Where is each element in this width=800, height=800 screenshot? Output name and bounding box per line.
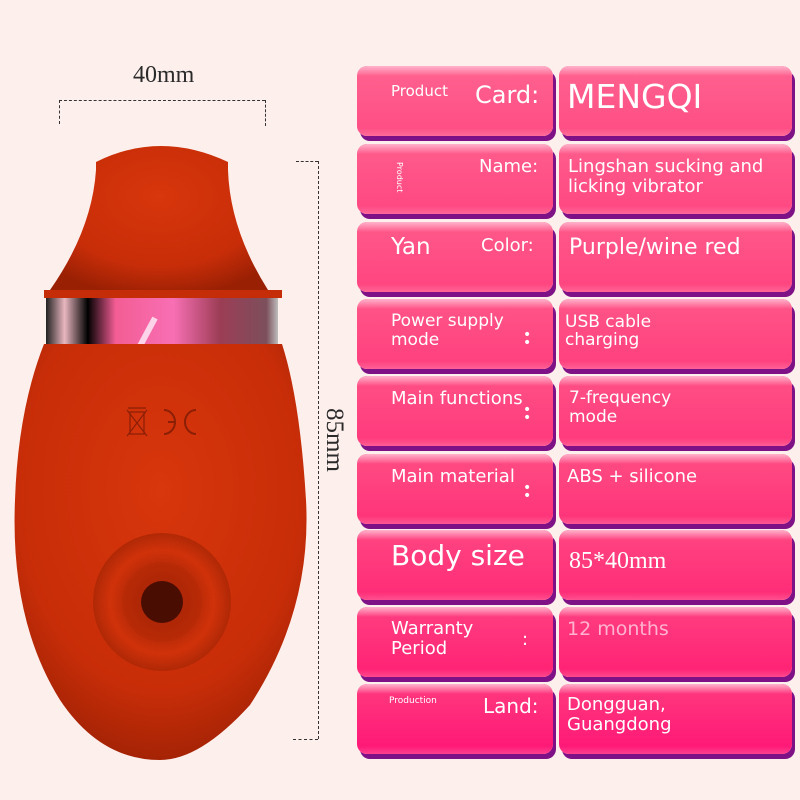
value-line-2: Guangdong [567, 714, 672, 735]
spec-label-card-main-functions: Main functions •• [357, 376, 553, 446]
value: ABS + silicone [567, 466, 698, 487]
width-dimension-tick-left [59, 100, 60, 124]
height-dimension-line [318, 161, 319, 739]
value: Purple/wine red [569, 235, 741, 260]
value: 12 months [567, 618, 669, 640]
spec-value-card-main-functions: 7-frequency mode [559, 376, 792, 446]
value: 85*40mm [569, 548, 667, 574]
colon-dots: •• [523, 480, 532, 504]
spec-value-card-main-material: ABS + silicone [559, 454, 792, 524]
spec-label-card-product-card: Product Card: [357, 66, 553, 136]
height-dimension-tick-bottom [293, 739, 318, 740]
label-small: Production [389, 696, 437, 706]
colon: : [522, 629, 529, 650]
width-dimension-label: 40mm [133, 62, 195, 88]
spec-label-card-product-name: Product Name: [357, 144, 553, 214]
label-small: Product [391, 82, 448, 100]
height-dimension-label: 85mm [321, 408, 348, 472]
label-main: Color: [481, 235, 534, 256]
width-dimension-line [59, 100, 265, 101]
spec-value-card-product-name: Lingshan sucking and licking vibrator [559, 144, 792, 214]
label-line-2: mode [391, 330, 440, 350]
spec-value-card-production-land: Dongguan, Guangdong [559, 684, 792, 754]
label-line-2: Period [391, 638, 448, 659]
colon-dots: •• [523, 402, 532, 426]
value-line-1: 7-frequency [569, 388, 672, 408]
spec-label-card-power-supply: Power supply mode •• [357, 299, 553, 369]
width-dimension-tick-right [265, 100, 266, 126]
spec-value-card-warranty: 12 months [559, 607, 792, 677]
label-line-1: Power supply [391, 311, 504, 331]
spec-label-card-color: Yan Color: [357, 222, 553, 292]
spec-value-card-product-card: MENGQI [559, 66, 792, 136]
spec-value-card-power-supply: USB cable charging [559, 299, 792, 369]
colon-dots: •• [523, 327, 532, 351]
spec-label-card-production-land: Production Land: [357, 684, 553, 754]
ce-mark-icon [163, 409, 197, 435]
spec-label-card-main-material: Main material •• [357, 454, 553, 524]
label-main: Land: [483, 694, 539, 718]
label-main: Card: [475, 81, 540, 109]
spec-value-card-body-size: 85*40mm [559, 530, 792, 600]
label-main: Name: [479, 156, 539, 177]
label-main: Main material [391, 466, 515, 487]
label-small: Yan [391, 234, 431, 260]
value-line-2: licking vibrator [568, 176, 703, 197]
value-line-1: Dongguan, [567, 694, 666, 715]
value-line-2: mode [569, 407, 618, 427]
product-image [14, 146, 307, 760]
label-main: Body size [391, 539, 525, 572]
label-small-vertical: Product [395, 162, 404, 193]
weee-bin-icon [126, 407, 148, 437]
spec-value-card-color: Purple/wine red [559, 222, 792, 292]
value-line-2: charging [565, 330, 640, 350]
spec-label-card-body-size: Body size [357, 530, 553, 600]
spec-label-card-warranty: Warranty Period : [357, 607, 553, 677]
value: MENGQI [567, 77, 703, 116]
height-dimension-tick-top [296, 161, 318, 162]
label-main: Main functions [391, 388, 523, 409]
label-line-1: Warranty [391, 618, 474, 639]
value-line-1: USB cable [565, 312, 652, 332]
value-line-1: Lingshan sucking and [568, 156, 764, 177]
